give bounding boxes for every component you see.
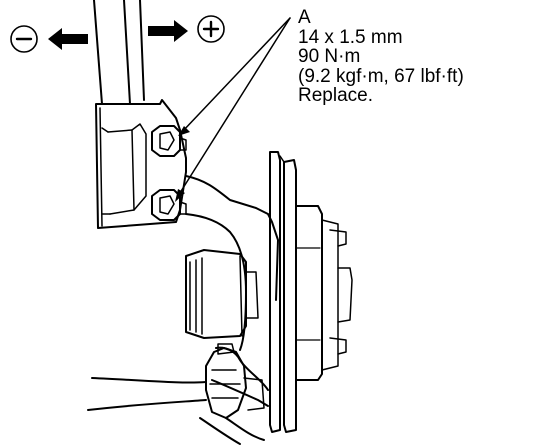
right-arrow-icon	[148, 20, 188, 42]
strut-shaft	[93, 0, 145, 105]
plus-direction-indicator	[197, 15, 225, 43]
torque-value: 90 N·m	[298, 46, 361, 67]
upper-bolt	[151, 125, 187, 157]
callout-leader-lower	[175, 17, 291, 202]
torque-alternate-units: (9.2 kgf·m, 67 lbf·ft)	[298, 65, 464, 87]
lower-bolt	[151, 189, 187, 221]
wheel-hub	[295, 205, 353, 381]
bolt-callout: A 14 x 1.5 mm 90 N·m (9.2 kgf·m, 67 lbf·…	[298, 8, 464, 106]
steering-knuckle	[185, 175, 279, 407]
lower-control-arm	[87, 377, 265, 445]
callout-label: A	[298, 7, 311, 28]
drive-shaft-boot	[185, 249, 259, 339]
bolt-size: 14 x 1.5 mm	[298, 26, 403, 48]
left-arrow-icon	[48, 28, 88, 50]
minus-direction-indicator	[10, 25, 38, 53]
callout-leader-upper	[178, 17, 291, 136]
replace-note: Replace.	[298, 85, 373, 106]
strut-bracket	[95, 99, 187, 229]
brake-disc	[269, 151, 297, 433]
